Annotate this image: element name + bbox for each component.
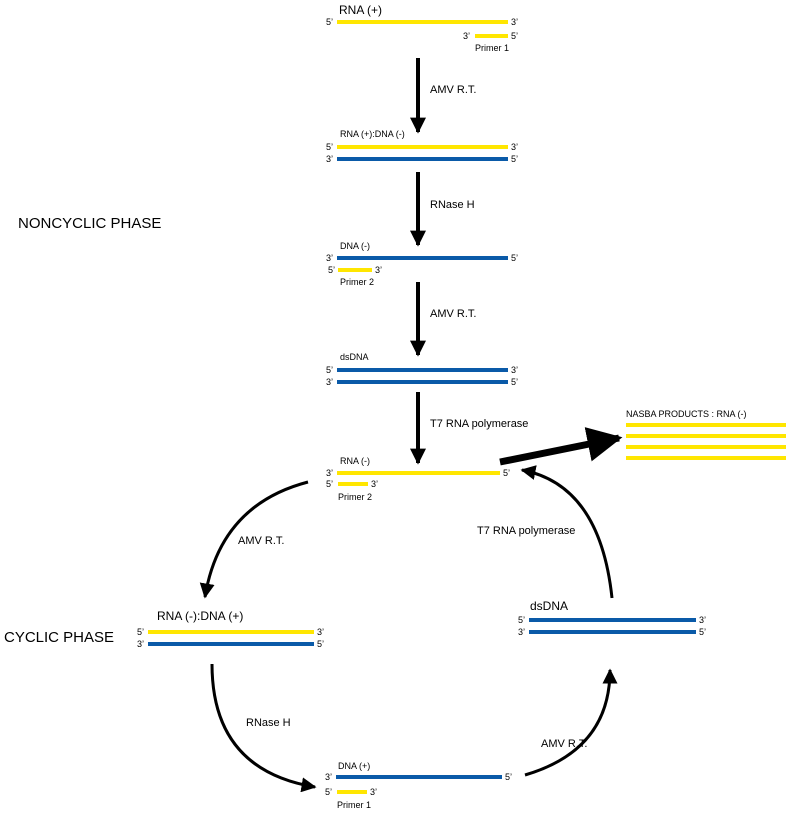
strand-end-3: 3’ [699, 615, 706, 625]
dna-plus-label: DNA (+) [338, 761, 370, 771]
strand-end-5: 5’ [326, 479, 333, 489]
strand-end-5: 5’ [328, 265, 335, 275]
strand-end-3: 3’ [326, 253, 333, 263]
step-t7-1: T7 RNA polymerase [430, 418, 528, 430]
strand-end-5: 5’ [511, 31, 518, 41]
strand-end-3: 3’ [326, 468, 333, 478]
rna-minus-label: RNA (-) [340, 456, 370, 466]
noncyclic-phase-label: NONCYCLIC PHASE [18, 215, 161, 232]
dsdna-label: dsDNA [340, 352, 369, 362]
curve-arrow-left-bottom [210, 663, 317, 793]
primer1-label: Primer 1 [337, 800, 371, 810]
curve-arrow-right-top [520, 465, 614, 599]
primer2-label: Primer 2 [338, 492, 372, 502]
strand-end-3: 3’ [518, 627, 525, 637]
strand-end-3: 3’ [317, 627, 324, 637]
curve-arrow-left-down [199, 480, 309, 599]
strand-end-5: 5’ [326, 142, 333, 152]
strand-end-5: 5’ [511, 377, 518, 387]
curve-arrow-right-up [524, 668, 618, 777]
strand-end-5: 5’ [699, 627, 706, 637]
strand-end-5: 5’ [505, 772, 512, 782]
strand-end-3: 3’ [326, 154, 333, 164]
strand-end-5: 5’ [511, 253, 518, 263]
strand-end-3: 3’ [370, 787, 377, 797]
dna-minus-label: DNA (-) [340, 241, 370, 251]
hybrid-label: RNA (+):DNA (-) [340, 129, 405, 139]
strand-end-3: 3’ [325, 772, 332, 782]
hybrid-minus-label: RNA (-):DNA (+) [157, 609, 243, 623]
strand-end-3: 3’ [137, 639, 144, 649]
step-amv-rt-1: AMV R.T. [430, 84, 476, 96]
strand-end-5: 5’ [503, 468, 510, 478]
step-rnase-h-1: RNase H [430, 199, 475, 211]
dsdna-cyclic-label: dsDNA [530, 599, 568, 613]
products-label: NASBA PRODUCTS : RNA (-) [626, 409, 747, 419]
strand-end-3: 3’ [511, 365, 518, 375]
strand-end-3: 3’ [511, 142, 518, 152]
products-arrow [499, 427, 623, 466]
rna-plus-label: RNA (+) [339, 3, 382, 17]
strand-end-5: 5’ [317, 639, 324, 649]
strand-end-3: 3’ [375, 265, 382, 275]
step-amv-rt-4: AMV R.T. [541, 738, 587, 750]
strand-end-5: 5’ [326, 17, 333, 27]
strand-end-5: 5’ [325, 787, 332, 797]
step-rnase-h-2: RNase H [246, 717, 291, 729]
strand-end-3: 3’ [463, 31, 470, 41]
strand-end-3: 3’ [511, 17, 518, 27]
strand-end-5: 5’ [511, 154, 518, 164]
strand-end-5: 5’ [137, 627, 144, 637]
strand-end-5: 5’ [326, 365, 333, 375]
strand-end-3: 3’ [326, 377, 333, 387]
strand-end-3: 3’ [371, 479, 378, 489]
primer1-label: Primer 1 [475, 43, 509, 53]
step-t7-2: T7 RNA polymerase [477, 525, 575, 537]
step-amv-rt-2: AMV R.T. [430, 308, 476, 320]
step-amv-rt-3: AMV R.T. [238, 535, 284, 547]
primer2-label: Primer 2 [340, 277, 374, 287]
strand-end-5: 5’ [518, 615, 525, 625]
cyclic-phase-label: CYCLIC PHASE [4, 629, 114, 646]
